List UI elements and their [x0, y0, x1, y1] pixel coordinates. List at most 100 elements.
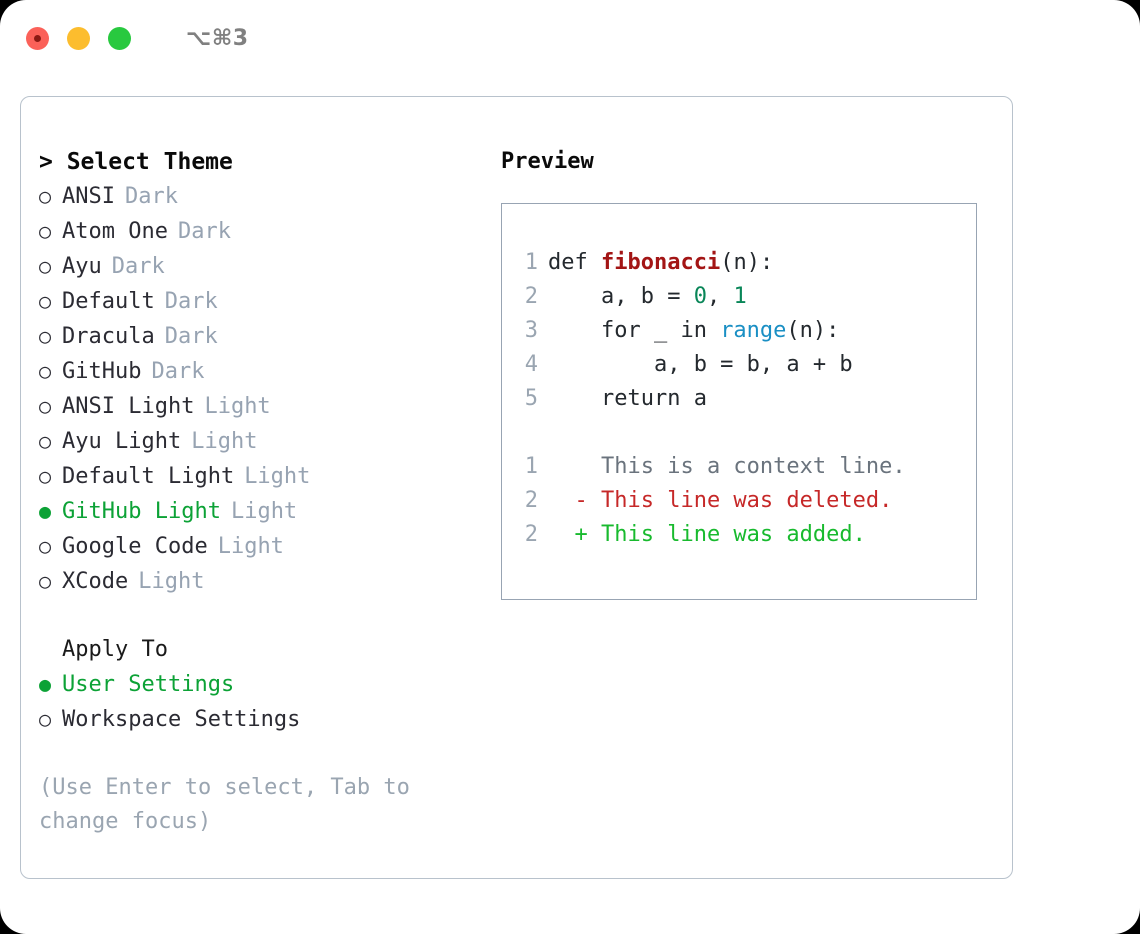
- page-title: > Select Theme: [39, 149, 233, 175]
- preview-heading: Preview: [501, 149, 594, 174]
- radio-unselected-icon: ○: [39, 569, 52, 593]
- theme-option-6[interactable]: ○ ANSI Light Light: [39, 389, 479, 424]
- theme-variant-tag: Light: [204, 394, 271, 419]
- code-token: (n):: [720, 250, 774, 275]
- diff-text: - This line was deleted.: [548, 488, 893, 513]
- apply-option-1[interactable]: ○ Workspace Settings: [39, 702, 479, 737]
- maximize-button[interactable]: [108, 26, 131, 50]
- diff-sample: 1 This is a context line.2 - This line w…: [502, 450, 976, 552]
- spacer: [39, 599, 479, 633]
- theme-variant-tag: Light: [217, 534, 284, 559]
- theme-option-label: Google Code: [62, 534, 208, 559]
- apply-option-0[interactable]: ● User Settings: [39, 667, 479, 702]
- close-button[interactable]: [26, 26, 49, 50]
- radio-unselected-icon: ○: [39, 707, 52, 731]
- code-token: fibonacci: [600, 250, 721, 275]
- keyboard-hint: (Use Enter to select, Tab to change focu…: [39, 775, 410, 834]
- diff-text: + This line was added.: [548, 522, 866, 547]
- code-token: range: [720, 318, 787, 343]
- line-number: 2: [524, 522, 538, 547]
- title-bar: ⌥⌘3: [0, 0, 1140, 76]
- diff-line: 1 This is a context line.: [502, 450, 976, 484]
- code-line: 5 return a: [502, 382, 976, 416]
- code-text: for _ in range(n):: [548, 314, 839, 348]
- line-number: 2: [524, 488, 538, 513]
- theme-option-label: Ayu Light: [62, 429, 182, 454]
- code-text: a, b = b, a + b: [548, 348, 853, 382]
- minimize-button[interactable]: [67, 26, 90, 50]
- theme-option-label: GitHub: [62, 359, 142, 384]
- diff-line: 2 + This line was added.: [502, 518, 976, 552]
- radio-unselected-icon: ○: [39, 534, 52, 558]
- theme-variant-tag: Light: [138, 569, 205, 594]
- code-token: def: [548, 250, 601, 275]
- code-line: 1 def fibonacci(n):: [502, 246, 976, 280]
- theme-variant-tag: Light: [244, 464, 311, 489]
- diff-text: This is a context line.: [548, 454, 906, 479]
- code-token: for _ in: [548, 318, 721, 343]
- theme-option-5[interactable]: ○ GitHub Dark: [39, 354, 479, 389]
- radio-unselected-icon: ○: [39, 359, 52, 383]
- theme-variant-tag: Dark: [164, 324, 218, 349]
- code-token: 0: [693, 284, 707, 309]
- code-token: ,: [706, 284, 734, 309]
- theme-option-label: Dracula: [62, 324, 155, 349]
- theme-option-7[interactable]: ○ Ayu Light Light: [39, 424, 479, 459]
- traffic-lights: [26, 26, 131, 50]
- theme-option-label: Default Light: [62, 464, 235, 489]
- radio-unselected-icon: ○: [39, 219, 52, 243]
- apply-option-label: Workspace Settings: [62, 707, 301, 732]
- radio-unselected-icon: ○: [39, 254, 52, 278]
- code-token: a, b = b, a + b: [548, 352, 853, 377]
- line-number: 2: [524, 284, 538, 309]
- theme-option-label: Ayu: [62, 254, 102, 279]
- theme-variant-tag: Dark: [124, 184, 178, 209]
- radio-selected-icon: ●: [39, 672, 52, 696]
- theme-option-label: GitHub Light: [62, 499, 221, 524]
- line-number: 5: [524, 386, 538, 411]
- apply-option-label: User Settings: [62, 672, 235, 697]
- code-line: 4 a, b = b, a + b: [502, 348, 976, 382]
- theme-option-label: ANSI: [62, 184, 115, 209]
- code-token: 1: [733, 284, 747, 309]
- line-number: 4: [524, 352, 538, 377]
- line-number: 3: [524, 318, 538, 343]
- radio-unselected-icon: ○: [39, 394, 52, 418]
- apply-to-heading: Apply To: [62, 637, 168, 662]
- radio-selected-icon: ●: [39, 499, 52, 523]
- code-token: return a: [548, 386, 707, 411]
- keyboard-shortcut-label: ⌥⌘3: [186, 25, 249, 51]
- radio-unselected-icon: ○: [39, 429, 52, 453]
- theme-option-label: ANSI Light: [62, 394, 195, 419]
- radio-unselected-icon: ○: [39, 324, 52, 348]
- code-token: (n):: [786, 318, 840, 343]
- theme-option-4[interactable]: ○ Dracula Dark: [39, 319, 479, 354]
- theme-option-10[interactable]: ○ Google Code Light: [39, 529, 479, 564]
- theme-variant-tag: Dark: [151, 359, 205, 384]
- radio-unselected-icon: ○: [39, 289, 52, 313]
- line-number: 1: [524, 250, 538, 275]
- code-text: def fibonacci(n):: [548, 246, 773, 280]
- code-text: a, b = 0, 1: [548, 280, 747, 314]
- theme-option-label: Atom One: [62, 219, 168, 244]
- apply-to-list[interactable]: ● User Settings ○ Workspace Settings: [39, 667, 479, 737]
- theme-variant-tag: Light: [191, 429, 258, 454]
- theme-option-label: Default: [62, 289, 155, 314]
- code-text: return a: [548, 382, 707, 416]
- diff-line: 2 - This line was deleted.: [502, 484, 976, 518]
- code-token: a, b =: [548, 284, 694, 309]
